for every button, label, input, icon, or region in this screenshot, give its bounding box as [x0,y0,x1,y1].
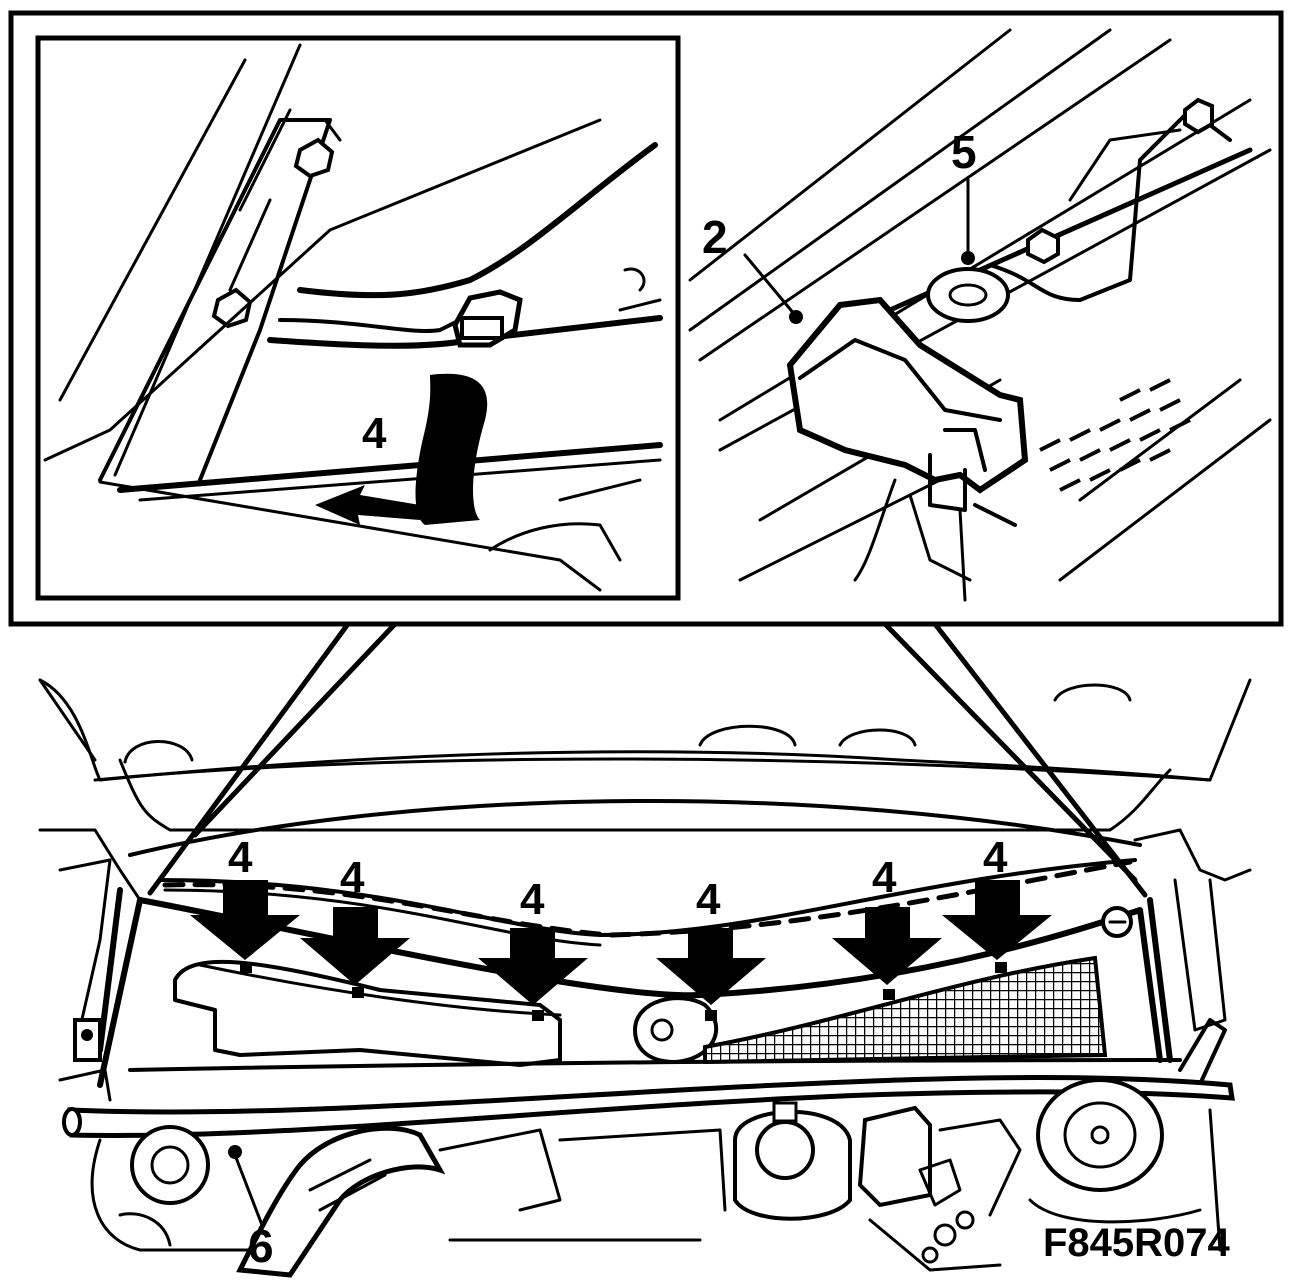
cowl-clip-inset [452,289,523,348]
callout-label: 4 [983,833,1008,882]
rubber-seal-6 [62,1075,1235,1138]
bolt-5 [926,267,1010,323]
clip-arrow-1: 4 [190,833,300,973]
grille-pattern [1039,378,1191,492]
clip-arrow-5: 4 [832,853,942,1000]
callout-label: 4 [362,409,387,458]
engine-components [90,1078,1222,1278]
callout-label: 5 [951,126,977,178]
callout-label: 4 [520,875,545,924]
hinge-bolt-lower [211,287,253,329]
inset-left-clip-detail: 4 [43,43,663,592]
callout-label: 4 [340,853,365,902]
callout-label: 2 [702,211,728,263]
callout-label: 4 [872,853,897,902]
clip-arrow-4: 4 [656,875,766,1021]
removal-arrow-inset [315,373,488,525]
clip-arrow-6: 4 [942,833,1052,973]
clip-arrow-2: 4 [300,853,410,998]
hinge-bolt-upper [293,118,342,179]
main-view-engine-bay: 6 [38,678,1252,1278]
callout-label: 4 [228,833,253,882]
figure-code: F845R074 [1043,1221,1231,1265]
wiper-spindle [632,996,719,1065]
reservoir-cap [733,1101,852,1221]
callout-label: 6 [248,1220,274,1272]
clip-arrows: 4 4 4 4 4 4 [190,833,1052,1021]
cowl-grille-mesh [703,955,1108,1065]
inset-right-cover-detail: 2 5 [688,28,1272,602]
right-screw [1101,906,1133,938]
cover-part-2 [786,296,1029,512]
clip-arrow-3: 4 [478,875,588,1021]
callout-label: 4 [696,875,721,924]
strut-top-right [1036,1078,1164,1192]
